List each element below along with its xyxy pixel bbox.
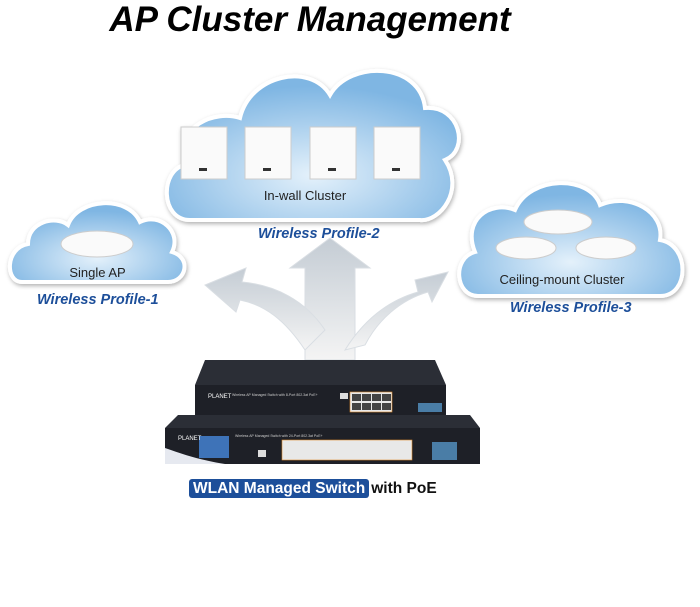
arrow-left [204, 267, 326, 351]
ceiling-ap-icon [60, 230, 134, 258]
rj45-ports [281, 439, 413, 461]
switch-bottom-model: Wireless AP Managed Switch with 24-Port … [235, 434, 323, 438]
cloud-ceiling-mount [457, 181, 685, 298]
arrows [204, 237, 449, 361]
switch-24-port [165, 415, 480, 464]
page-title: AP Cluster Management [109, 0, 511, 39]
switch-top-model: Wireless AP Managed Switch with 8-Port 8… [232, 393, 318, 397]
switch-caption-highlight: WLAN Managed Switch [189, 479, 370, 498]
sfp-ports [432, 442, 457, 460]
switch-8-port [195, 360, 446, 415]
switch-caption-rest: with PoE [371, 480, 437, 497]
ceiling-ap-icons [495, 209, 637, 260]
cloud-in-wall [164, 68, 461, 223]
cloud-single-ap [7, 201, 187, 284]
brand-logo: PLANET [208, 394, 232, 400]
cluster-label-ceiling: Ceiling-mount Cluster [499, 272, 625, 287]
arrow-right [343, 271, 449, 351]
profile-3-label: Wireless Profile-3 [510, 300, 632, 316]
brand-logo: PLANET [178, 436, 202, 442]
sfp-ports [418, 403, 442, 412]
cluster-label-in-wall: In-wall Cluster [263, 188, 347, 203]
cluster-label-single: Single AP [69, 265, 126, 280]
in-wall-ap-icons [180, 126, 421, 180]
lcd-touch-panel [199, 436, 229, 458]
profile-1-label: Wireless Profile-1 [37, 292, 159, 308]
profile-2-label: Wireless Profile-2 [258, 226, 380, 242]
